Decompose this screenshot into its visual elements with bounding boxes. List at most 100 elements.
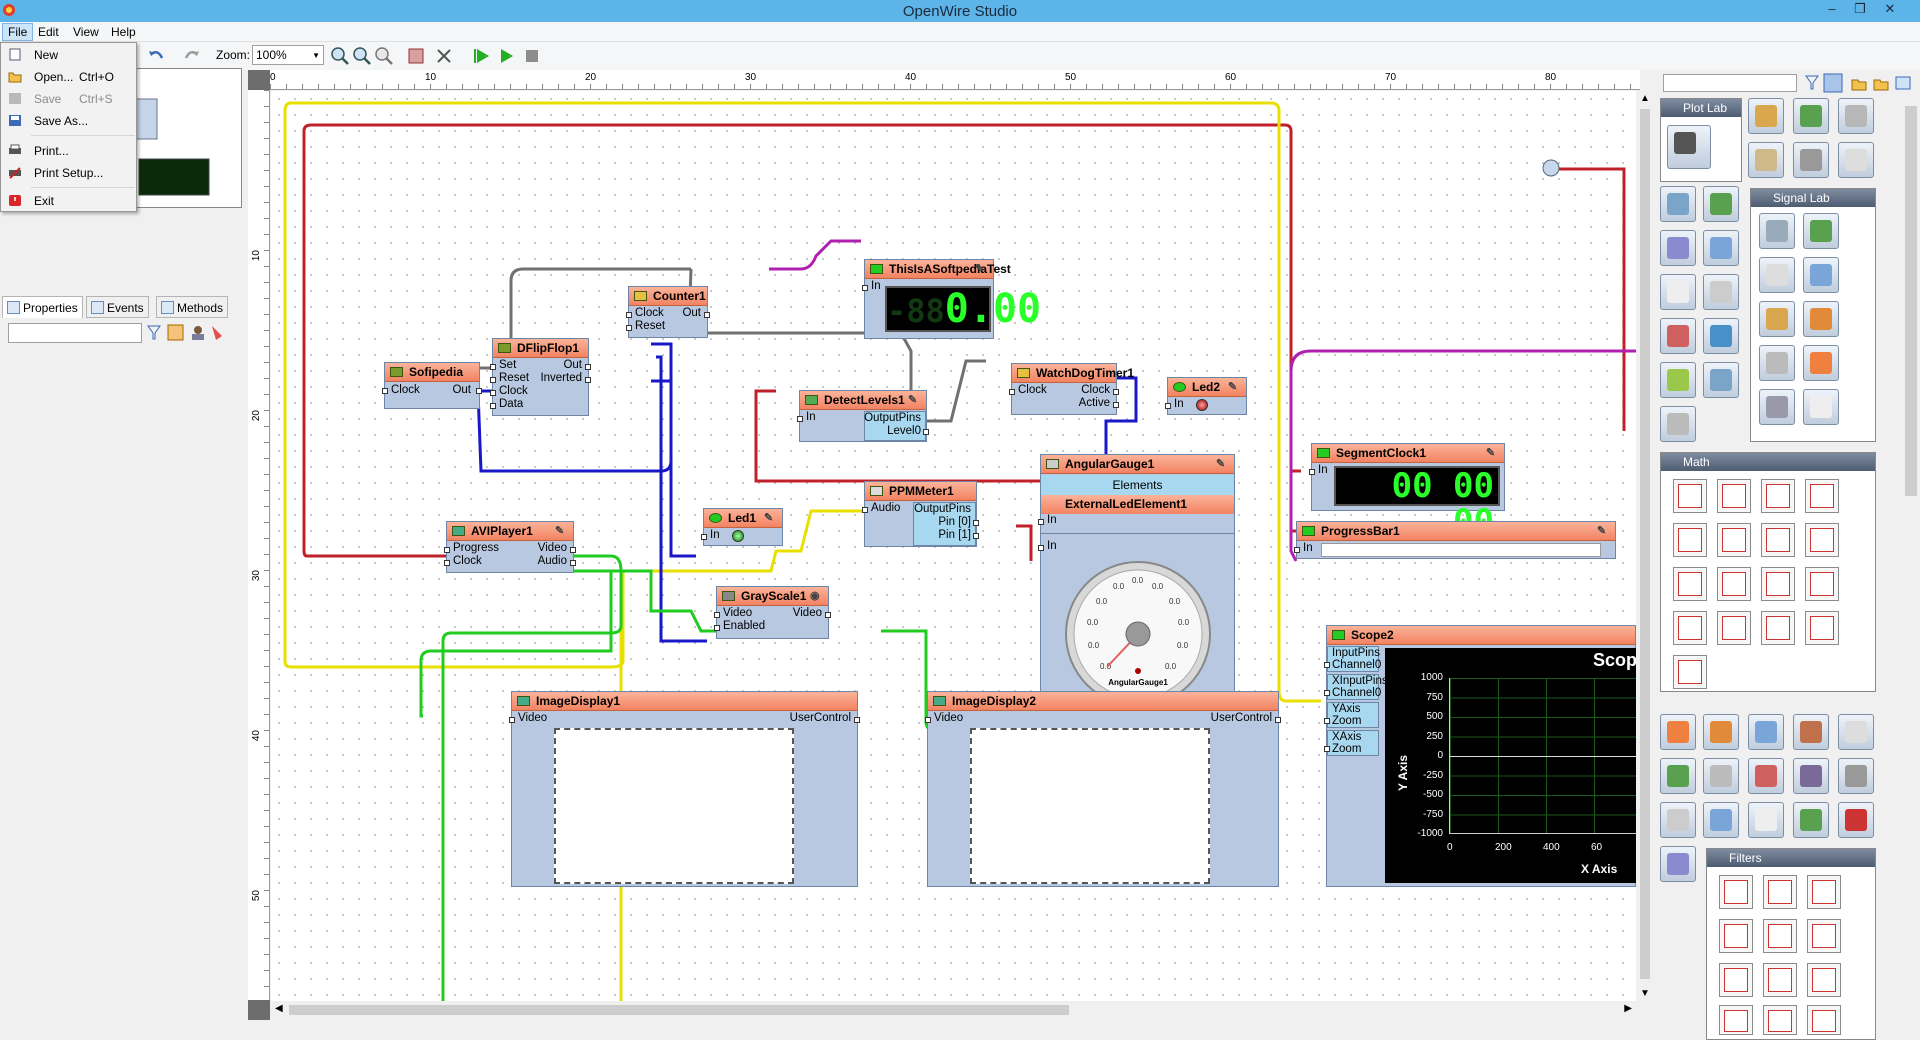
math-tool-add[interactable] [1805, 479, 1839, 513]
zoom-select[interactable]: 100%▼ [252, 45, 324, 65]
tool-lower-16[interactable] [1660, 846, 1696, 882]
math-tool-times[interactable] [1805, 523, 1839, 557]
tool-signal-g[interactable] [1660, 318, 1696, 354]
file-menu-save-as[interactable]: Save As... [1, 111, 136, 131]
file-menu-print-setup[interactable]: Print Setup... [1, 163, 136, 183]
minimize-button[interactable]: – [1828, 1, 1836, 16]
pin-connector[interactable] [509, 717, 515, 723]
folder-icon[interactable] [1873, 79, 1889, 91]
tool-signal-a[interactable] [1660, 186, 1696, 222]
property-filter-input[interactable] [8, 323, 142, 343]
pin-connector[interactable] [714, 625, 720, 631]
group-header[interactable]: Filters [1707, 849, 1875, 867]
pin-connector[interactable] [490, 403, 496, 409]
tool-camera[interactable] [1793, 142, 1829, 178]
pin-connector[interactable] [973, 533, 979, 539]
pin-icon[interactable] [212, 326, 222, 340]
math-tool-divide[interactable] [1761, 479, 1795, 513]
zoom-fit-icon[interactable] [374, 46, 394, 66]
view-mode-icon[interactable] [1823, 73, 1843, 93]
filter-tool-4[interactable] [1719, 919, 1753, 953]
tool-signal-lab-5[interactable] [1759, 301, 1795, 337]
filter-icon[interactable] [147, 325, 161, 340]
component-scope[interactable]: Scope2 InputPins Channel0 XInputPins Cha… [1324, 625, 1636, 887]
menu-edit[interactable]: Edit [38, 25, 59, 39]
pin-connector[interactable] [1324, 662, 1330, 668]
pin-connector[interactable] [923, 429, 929, 435]
tab-events[interactable]: Events [86, 296, 149, 318]
tool-signal-k[interactable] [1660, 406, 1696, 442]
component-counter[interactable]: Counter1 Clock Reset Out [626, 286, 710, 338]
scroll-right-icon[interactable]: ▶ [1624, 1003, 1632, 1014]
math-tool-sum[interactable] [1673, 479, 1707, 513]
wrench-icon[interactable]: ✎ [764, 512, 774, 524]
math-tool-convert[interactable] [1673, 655, 1707, 689]
scroll-down-icon[interactable]: ▼ [1640, 988, 1650, 999]
pin-connector[interactable] [444, 560, 450, 566]
pin-connector[interactable] [854, 717, 860, 723]
math-tool-plus[interactable] [1717, 567, 1751, 601]
wrench-icon[interactable]: ✎ [908, 394, 918, 406]
canvas[interactable]: Sofipedia Clock Out DFlipFlop1 Set Reset… [271, 91, 1636, 1001]
tab-methods[interactable]: Methods [156, 296, 229, 318]
close-button[interactable]: ✕ [1884, 1, 1896, 16]
math-tool-minus[interactable] [1717, 523, 1751, 557]
tool-signal-d[interactable] [1703, 230, 1739, 266]
tool-signal-lab-2[interactable] [1803, 213, 1839, 249]
tool-settings[interactable] [1838, 98, 1874, 134]
tool-signal-h[interactable] [1703, 318, 1739, 354]
pin-connector[interactable] [1113, 389, 1119, 395]
redo-icon[interactable] [182, 46, 202, 66]
stop-icon[interactable] [522, 46, 542, 66]
filter-tool-3[interactable] [1807, 875, 1841, 909]
component-detect-levels[interactable]: DetectLevels1✎ In OutputPins Level0 [797, 390, 929, 442]
tool-box[interactable] [1748, 142, 1784, 178]
tool-lower-1[interactable] [1660, 714, 1696, 750]
tool-download[interactable] [1793, 98, 1829, 134]
component-ppm-meter[interactable]: PPMMeter1 Audio OutputPins Pin [0] Pin [… [862, 481, 979, 547]
component-avi-player[interactable]: AVIPlayer1✎ Progress Clock Video Audio [444, 521, 576, 573]
vertical-scrollbar[interactable]: ▲ ▼ [1636, 91, 1654, 1001]
scrollbar-thumb[interactable] [1905, 106, 1917, 496]
eye-icon[interactable]: ◉ [810, 590, 820, 602]
filter-tool-6[interactable] [1807, 919, 1841, 953]
filter-tool-11[interactable] [1763, 1005, 1797, 1035]
math-tool-abs[interactable] [1673, 611, 1707, 645]
tool-lower-11[interactable] [1660, 802, 1696, 838]
pin-connector[interactable] [973, 520, 979, 526]
tool-lower-13[interactable] [1748, 802, 1784, 838]
pin-connector[interactable] [1294, 547, 1300, 553]
component-led1[interactable]: Led1✎ In [701, 508, 783, 546]
wrench-icon[interactable]: ✎ [975, 263, 985, 275]
tool-lab[interactable] [1748, 98, 1784, 134]
tab-properties[interactable]: Properties [2, 296, 83, 318]
pin-connector[interactable] [585, 377, 591, 383]
pin-connector[interactable] [1275, 717, 1281, 723]
file-menu-exit[interactable]: Exit [1, 191, 136, 211]
math-tool-average[interactable] [1673, 567, 1707, 601]
pin-connector[interactable] [626, 325, 632, 331]
palette-search-input[interactable] [1663, 74, 1797, 92]
component-numeric-display[interactable]: ThisIsASoftpediaTest✎ In -880.00 [862, 259, 1041, 339]
tool-signal-lab-7[interactable] [1759, 345, 1795, 381]
group-header[interactable]: Plot Lab [1661, 99, 1741, 117]
tool-lower-4[interactable] [1793, 714, 1829, 750]
tool-lower-5[interactable] [1838, 714, 1874, 750]
refresh-icon[interactable] [406, 46, 426, 66]
wrench-icon[interactable]: ✎ [1228, 381, 1238, 393]
tool-signal-lab-8[interactable] [1803, 345, 1839, 381]
connector-node[interactable] [1542, 159, 1560, 177]
external-led-element[interactable]: ExternalLedElement1 [1041, 495, 1234, 514]
file-menu-print[interactable]: Print... [1, 141, 136, 161]
math-tool-multi[interactable] [1717, 479, 1751, 513]
pin-connector[interactable] [570, 560, 576, 566]
palette-scrollbar[interactable] [1902, 96, 1920, 1040]
component-progress-bar[interactable]: ProgressBar1✎ In [1294, 521, 1616, 559]
tool-signal-c[interactable] [1660, 230, 1696, 266]
pin-connector[interactable] [704, 312, 710, 318]
file-menu-new[interactable]: New [1, 45, 136, 65]
component-dflipflop[interactable]: DFlipFlop1 Set Reset Clock Data Out Inve… [490, 338, 591, 416]
math-tool-split[interactable] [1717, 611, 1751, 645]
math-tool-merge[interactable] [1805, 567, 1839, 601]
